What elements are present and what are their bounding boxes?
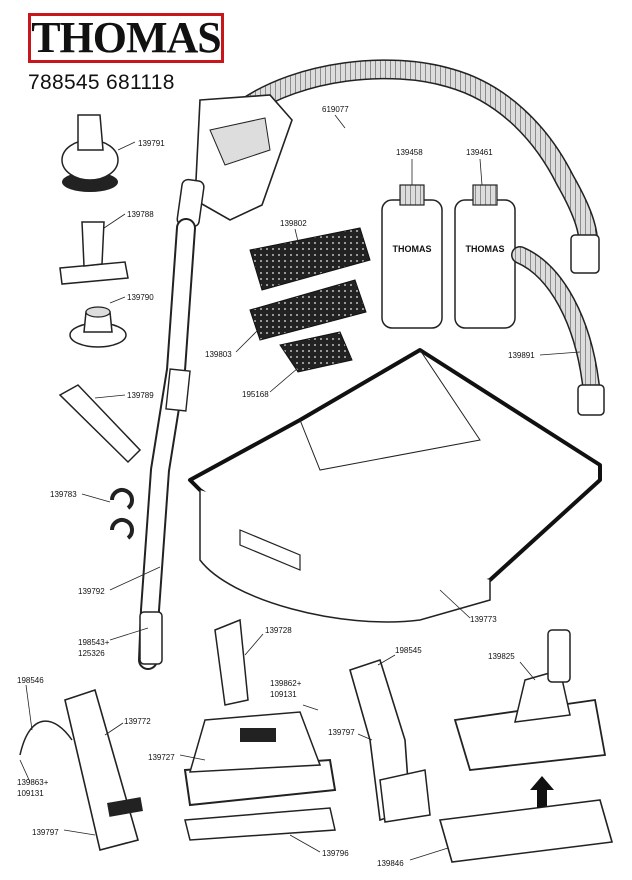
part-label: 195168 <box>242 390 269 399</box>
part-label: 619077 <box>322 105 349 114</box>
part-label: 139803 <box>205 350 232 359</box>
floor-nozzle-drawing <box>453 629 607 771</box>
part-label: 139846 <box>377 859 404 868</box>
clips-139783-drawing <box>110 488 134 540</box>
cleaning-bottles-drawing: THOMAS THOMAS <box>381 184 516 329</box>
part-label: 139772 <box>124 717 151 726</box>
logo-text: THOMAS <box>31 13 222 62</box>
spray-hose-drawing <box>511 246 605 416</box>
part-label: 139773 <box>470 615 497 624</box>
part-label: 198546 <box>17 676 44 685</box>
part-label: 109131 <box>17 789 44 798</box>
leader-lines <box>19 114 581 861</box>
part-labels: 619077 139791 139788 139790 139789 13978… <box>17 105 535 868</box>
adapter-139790-drawing <box>69 306 127 348</box>
part-label: 139461 <box>466 148 493 157</box>
bottle-label: THOMAS <box>393 244 432 254</box>
part-label: 139458 <box>396 148 423 157</box>
thomas-logo: THOMAS <box>28 13 224 63</box>
part-label: 139797 <box>32 828 59 837</box>
part-label: 139727 <box>148 753 175 762</box>
part-label: 125326 <box>78 649 105 658</box>
hand-spray-nozzle-drawing <box>19 688 143 851</box>
part-label: 139790 <box>127 293 154 302</box>
part-label: 198545 <box>395 646 422 655</box>
part-label: 139728 <box>265 626 292 635</box>
part-label: 139891 <box>508 351 535 360</box>
telescopic-tube-drawing <box>138 218 196 670</box>
part-label: 139825 <box>488 652 515 661</box>
bottle-label: THOMAS <box>466 244 505 254</box>
spray-tool-drawing <box>349 658 431 823</box>
part-label: 139788 <box>127 210 154 219</box>
part-label: 139802 <box>280 219 307 228</box>
part-label: 139863+ <box>17 778 49 787</box>
part-label: 139791 <box>138 139 165 148</box>
suction-hose-drawing <box>176 59 600 274</box>
part-label: 139783 <box>50 490 77 499</box>
part-label: 139792 <box>78 587 105 596</box>
upholstery-nozzle-139791-drawing <box>61 114 119 192</box>
tray-139846-drawing <box>438 776 614 863</box>
part-label: 109131 <box>270 690 297 699</box>
squeegee-139796-drawing <box>184 807 336 841</box>
part-label: 139797 <box>328 728 355 737</box>
article-numbers: 788545 681118 <box>28 71 175 94</box>
filter-pads-drawing <box>249 227 371 373</box>
storage-bag-drawing <box>188 348 602 623</box>
part-label: 139796 <box>322 849 349 858</box>
crevice-tool-139789-drawing <box>58 384 142 464</box>
part-label: 139862+ <box>270 679 302 688</box>
upholstery-tool-139788-drawing <box>59 221 129 285</box>
wet-floor-tool-drawing <box>183 618 337 807</box>
part-label: 198543+ <box>78 638 110 647</box>
part-label: 139789 <box>127 391 154 400</box>
